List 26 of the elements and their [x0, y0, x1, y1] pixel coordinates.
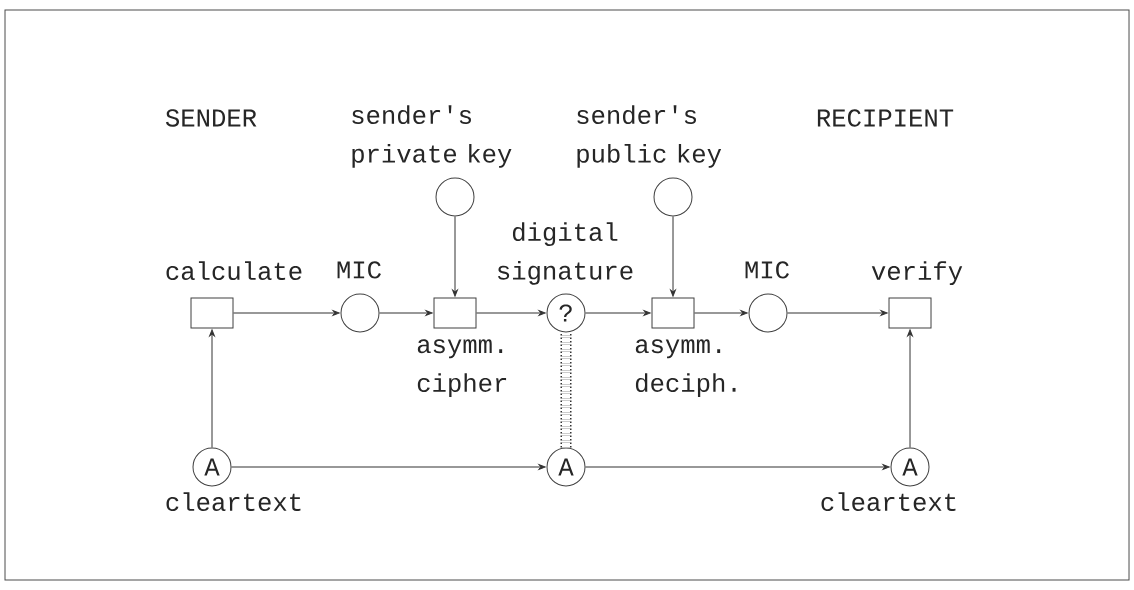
node-caption: calculate	[166, 261, 302, 280]
arrow	[787, 310, 888, 316]
arrow	[476, 310, 546, 316]
arrow	[231, 464, 546, 470]
node-caption: digital signature	[497, 222, 633, 285]
arrow	[233, 310, 340, 316]
dotted-link	[560, 332, 572, 448]
arrow	[907, 329, 913, 448]
arrow	[209, 329, 215, 448]
party-label: SENDER	[165, 109, 257, 127]
node-caption: MIC	[745, 261, 789, 279]
node-caption: asymm. cipher	[417, 339, 507, 397]
node-caption: sender's private key	[352, 105, 512, 168]
node-caption: asymm. deciph.	[635, 339, 736, 397]
party-label: RECIPIENT	[817, 109, 954, 127]
arrow	[452, 216, 458, 297]
arrow	[694, 310, 748, 316]
node-caption: verify	[871, 261, 963, 286]
arrow	[585, 464, 890, 470]
node-caption: MIC	[337, 261, 381, 279]
arrow	[670, 216, 676, 297]
arrow	[379, 310, 433, 316]
node-caption: sender's public key	[577, 105, 722, 168]
node-caption: cleartext	[821, 492, 956, 511]
node-caption: cleartext	[166, 492, 301, 511]
arrow	[585, 310, 651, 316]
